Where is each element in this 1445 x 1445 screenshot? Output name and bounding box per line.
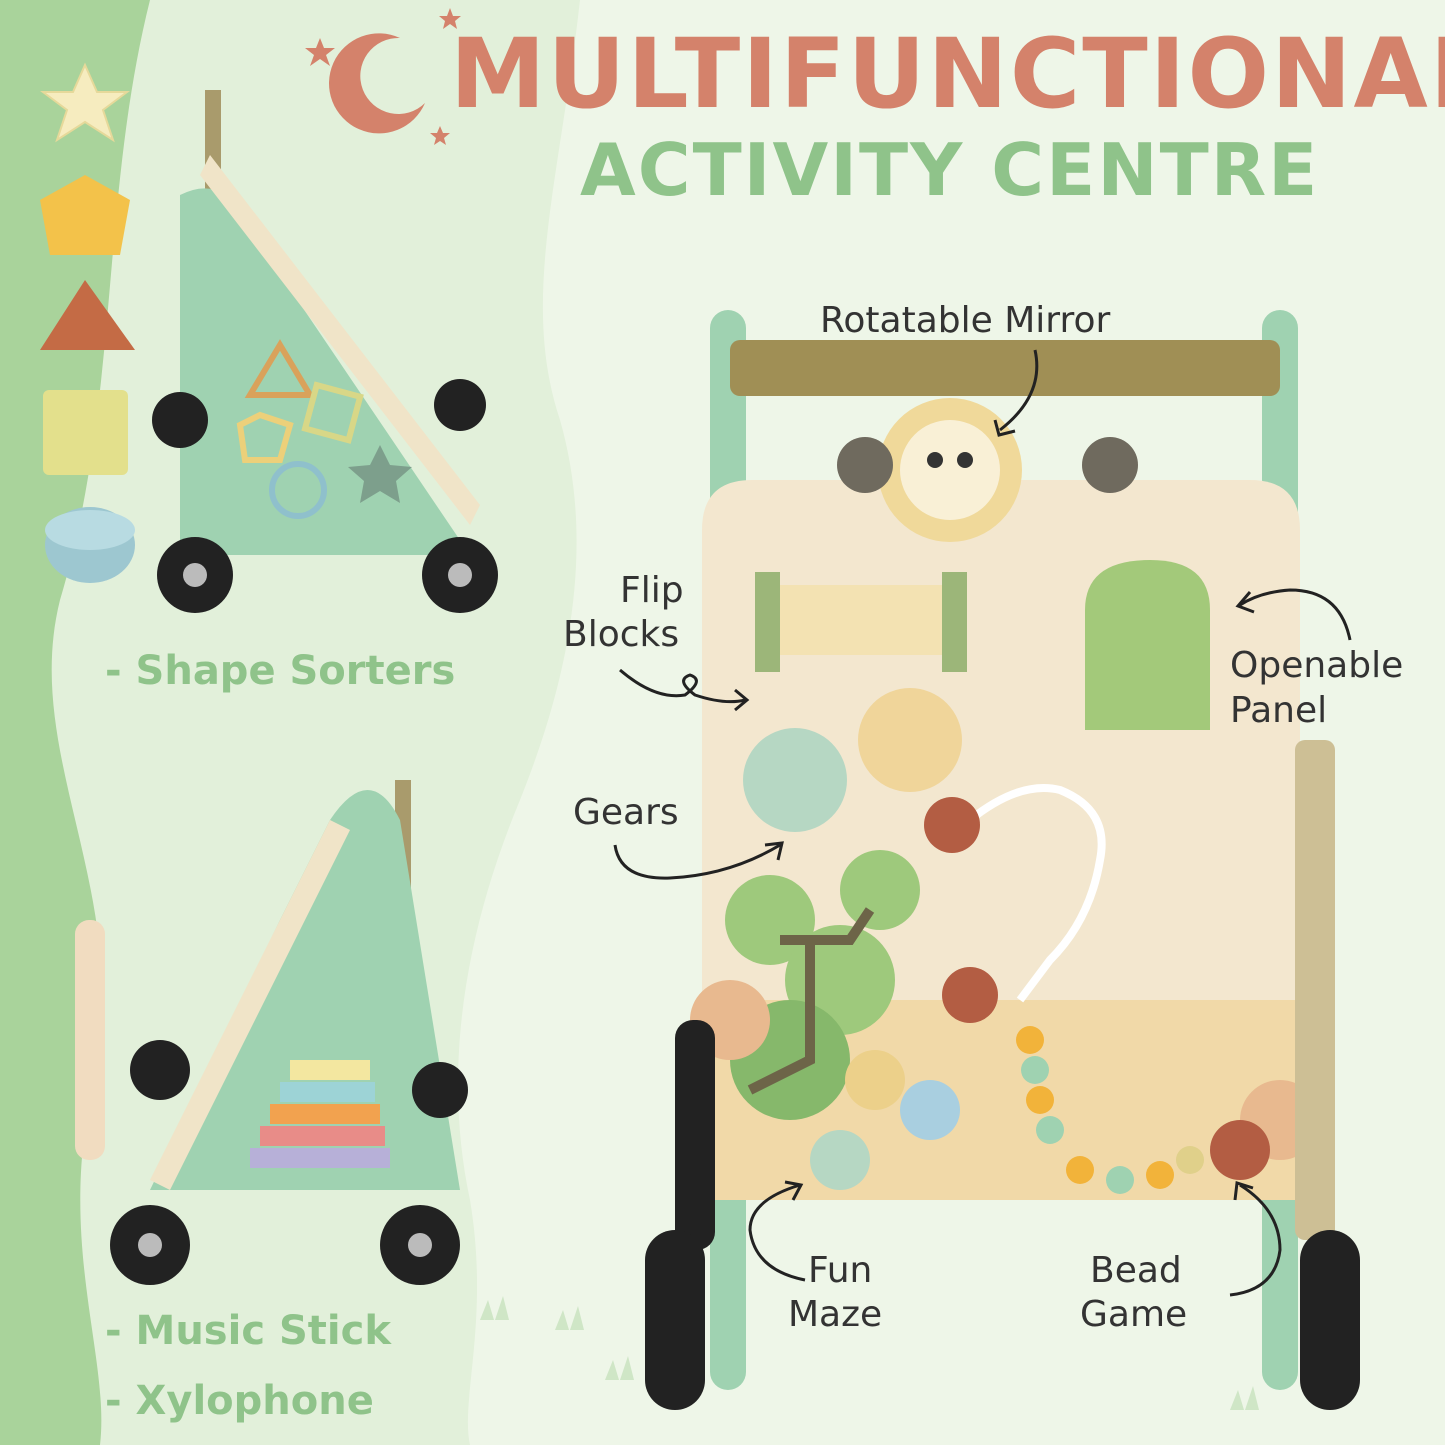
bead-maze-wire (967, 784, 1106, 1003)
arrow-icon (1235, 588, 1352, 641)
gear-elephant (858, 688, 962, 792)
xylophone-icon (250, 1060, 390, 1168)
callout-bead-game-1: Bead (1090, 1250, 1182, 1291)
callout-rotatable-mirror: Rotatable Mirror (820, 300, 1111, 341)
feature-music-stick: - Music Stick (105, 1308, 391, 1354)
cube-block-icon (43, 390, 128, 475)
moon-icon (305, 8, 461, 145)
star-block-icon (40, 62, 130, 143)
title-line-1: MULTIFUNCTIONAL (450, 18, 1445, 130)
music-stick-icon (75, 920, 105, 1160)
callout-flip-blocks-1: Flip (620, 570, 684, 611)
arrow-icon (993, 349, 1039, 437)
shape-blocks-image (40, 62, 135, 583)
walker-side-view-top (152, 90, 498, 613)
callout-bead-game-2: Game (1080, 1294, 1188, 1335)
callout-fun-maze-1: Fun (808, 1250, 873, 1291)
pentagon-block-icon (40, 175, 130, 255)
gear-lion (743, 728, 847, 832)
fun-maze-track (747, 907, 875, 1095)
arrow-icon (613, 841, 784, 880)
bead-game (1016, 1026, 1204, 1194)
feature-shape-sorters: - Shape Sorters (105, 648, 456, 694)
callout-openable-panel-1: Openable (1230, 645, 1404, 686)
arrow-icon (619, 668, 750, 712)
arrow-icon (748, 1180, 806, 1282)
triangle-block-icon (40, 280, 135, 350)
callout-flip-blocks-2: Blocks (563, 614, 680, 655)
callout-openable-panel-2: Panel (1230, 690, 1328, 731)
handle-bar (730, 340, 1280, 396)
walker-side-view-bottom (75, 780, 468, 1285)
walker-front-view (645, 310, 1360, 1410)
title-line-2: ACTIVITY CENTRE (580, 128, 1320, 212)
arrow-icon (1229, 1181, 1282, 1297)
callout-gears: Gears (573, 792, 679, 833)
openable-panel (1085, 560, 1210, 730)
flip-blocks (755, 572, 967, 672)
feature-xylophone: - Xylophone (105, 1378, 374, 1424)
callout-fun-maze-2: Maze (788, 1294, 883, 1335)
